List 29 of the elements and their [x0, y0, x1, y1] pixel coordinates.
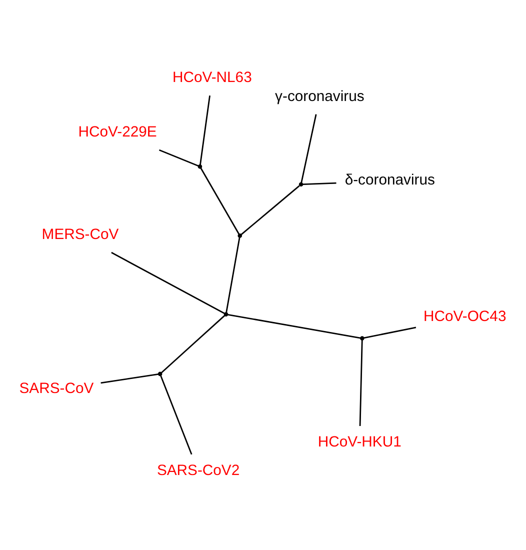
node-point: [224, 312, 228, 316]
connector: [302, 182, 336, 186]
connector: [240, 185, 300, 235]
connector: [200, 168, 240, 234]
node-text: MERS-CoV: [42, 227, 119, 244]
connector: [226, 238, 240, 313]
connector: [160, 315, 226, 374]
node-text: HCoV-HKU1: [318, 434, 402, 451]
node-point: [238, 234, 242, 238]
connector: [359, 340, 363, 426]
node-text: HCoV-OC43: [424, 309, 506, 326]
node-text: SARS-CoV2: [156, 463, 240, 480]
connector: [158, 149, 199, 167]
connector: [228, 314, 361, 339]
connector: [111, 252, 225, 314]
node-text: HCoV-NL63: [172, 70, 252, 86]
node-point: [360, 336, 364, 340]
node-text: HCoV-229E: [78, 124, 157, 141]
connector: [300, 114, 317, 183]
connector: [100, 374, 158, 384]
connector: [200, 95, 210, 165]
node-text: δ-coronavirus: [344, 172, 435, 189]
node-text: γ-coronavirus: [275, 88, 364, 105]
connector: [364, 326, 416, 339]
node-point: [198, 164, 202, 169]
node-point: [158, 372, 162, 376]
node-point: [298, 182, 304, 187]
connector: [160, 375, 192, 455]
node-text: SARS-CoV: [19, 381, 94, 398]
